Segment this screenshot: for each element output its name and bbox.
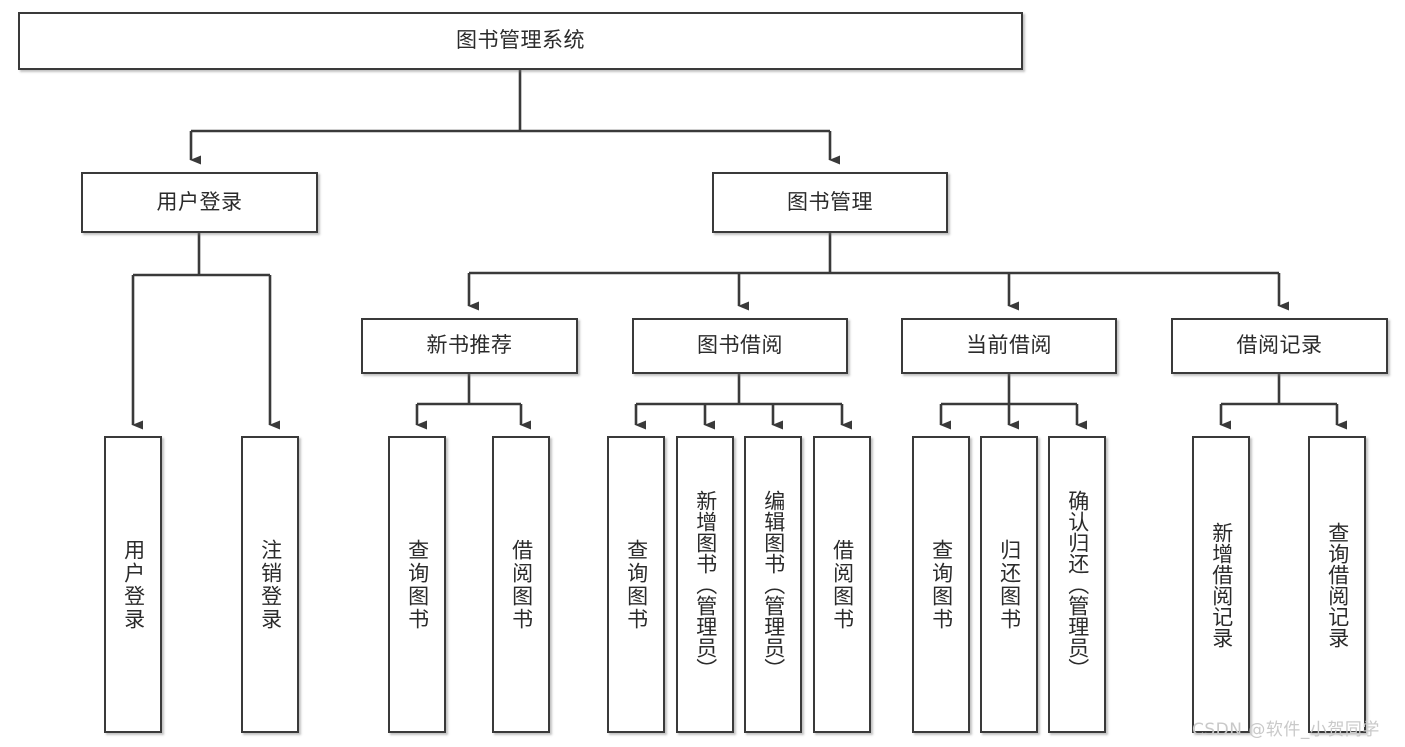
node-label: 编辑图书（管理员） xyxy=(761,490,786,679)
node-label: 新增借阅记录 xyxy=(1209,521,1234,648)
node-book-borrow[interactable]: 图书借阅 xyxy=(632,318,848,374)
leaf-book-borrow-edit-admin[interactable]: 编辑图书（管理员） xyxy=(744,436,802,733)
node-label: 新书推荐 xyxy=(426,333,513,358)
leaf-current-borrow-query[interactable]: 查询图书 xyxy=(912,436,970,733)
leaf-current-borrow-return[interactable]: 归还图书 xyxy=(980,436,1038,733)
node-label: 图书借阅 xyxy=(697,333,783,358)
node-label: 确认归还（管理员） xyxy=(1065,490,1090,679)
leaf-user-login-login[interactable]: 用户登录 xyxy=(104,436,162,733)
node-label: 归还图书 xyxy=(997,538,1022,631)
leaf-new-book-query[interactable]: 查询图书 xyxy=(388,436,446,733)
leaf-borrow-record-add[interactable]: 新增借阅记录 xyxy=(1192,436,1250,733)
node-label: 图书管理 xyxy=(787,189,873,214)
leaf-book-borrow-add-admin[interactable]: 新增图书（管理员） xyxy=(676,436,734,733)
leaf-borrow-record-query[interactable]: 查询借阅记录 xyxy=(1308,436,1366,733)
node-label: 用户登录 xyxy=(156,189,243,214)
leaf-book-borrow-query[interactable]: 查询图书 xyxy=(607,436,665,733)
node-borrow-record[interactable]: 借阅记录 xyxy=(1171,318,1388,374)
node-label: 查询图书 xyxy=(624,538,649,631)
node-current-borrow[interactable]: 当前借阅 xyxy=(901,318,1117,374)
leaf-user-login-logout[interactable]: 注销登录 xyxy=(241,436,299,733)
leaf-current-borrow-confirm-admin[interactable]: 确认归还（管理员） xyxy=(1048,436,1106,733)
node-label: 查询图书 xyxy=(405,538,430,631)
csdn-watermark: CSDN @软件_小贺同学 xyxy=(1192,720,1380,740)
node-label: 新增图书（管理员） xyxy=(693,490,718,679)
node-label: 用户登录 xyxy=(121,538,146,631)
node-label: 查询借阅记录 xyxy=(1325,521,1350,648)
node-root-book-management-system[interactable]: 图书管理系统 xyxy=(18,12,1023,70)
node-label: 借阅图书 xyxy=(830,538,855,631)
node-label: 图书管理系统 xyxy=(456,28,585,53)
node-new-book-recommend[interactable]: 新书推荐 xyxy=(361,318,578,374)
node-book-management[interactable]: 图书管理 xyxy=(712,172,948,233)
node-label: 查询图书 xyxy=(929,538,954,631)
node-label: 注销登录 xyxy=(258,538,283,631)
node-label: 当前借阅 xyxy=(966,333,1052,358)
leaf-new-book-borrow[interactable]: 借阅图书 xyxy=(492,436,550,733)
leaf-book-borrow-borrow[interactable]: 借阅图书 xyxy=(813,436,871,733)
node-label: 借阅记录 xyxy=(1236,333,1323,358)
node-label: 借阅图书 xyxy=(509,538,534,631)
node-user-login[interactable]: 用户登录 xyxy=(81,172,318,233)
